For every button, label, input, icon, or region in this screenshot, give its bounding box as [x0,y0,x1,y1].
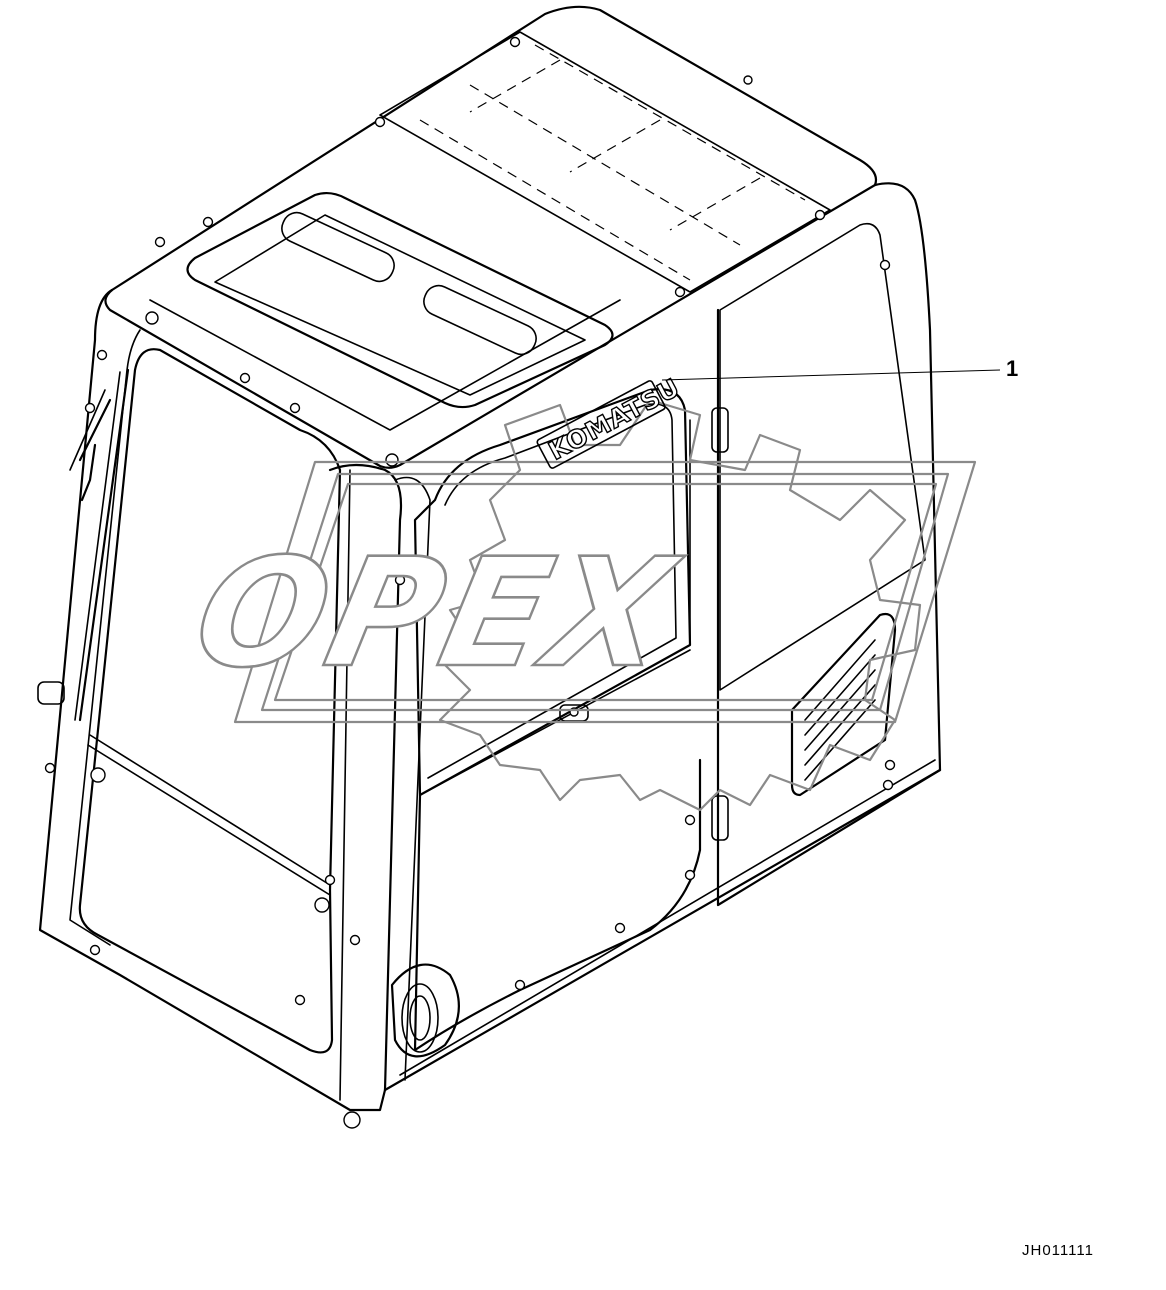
callout-leader-line [661,369,1001,381]
callout-1: 1 [661,356,1018,381]
callout-number-1: 1 [1006,356,1018,381]
front-windshield [37,348,342,1054]
cab-door [413,388,729,1052]
drawing-code: JH011111 [1022,1242,1094,1259]
komatsu-decal: KOMATSU [536,372,685,469]
mounting-bolts [44,36,896,1129]
rear-side-window [689,222,926,691]
vent-grille [790,612,897,797]
watermark-text: OPEX [181,526,693,701]
handrail-icon [69,389,112,471]
speaker-housing-icon [390,963,460,1058]
watermark: OPEX [180,398,977,812]
roof-panels [149,31,831,431]
operator-cab-outline [38,5,942,1112]
